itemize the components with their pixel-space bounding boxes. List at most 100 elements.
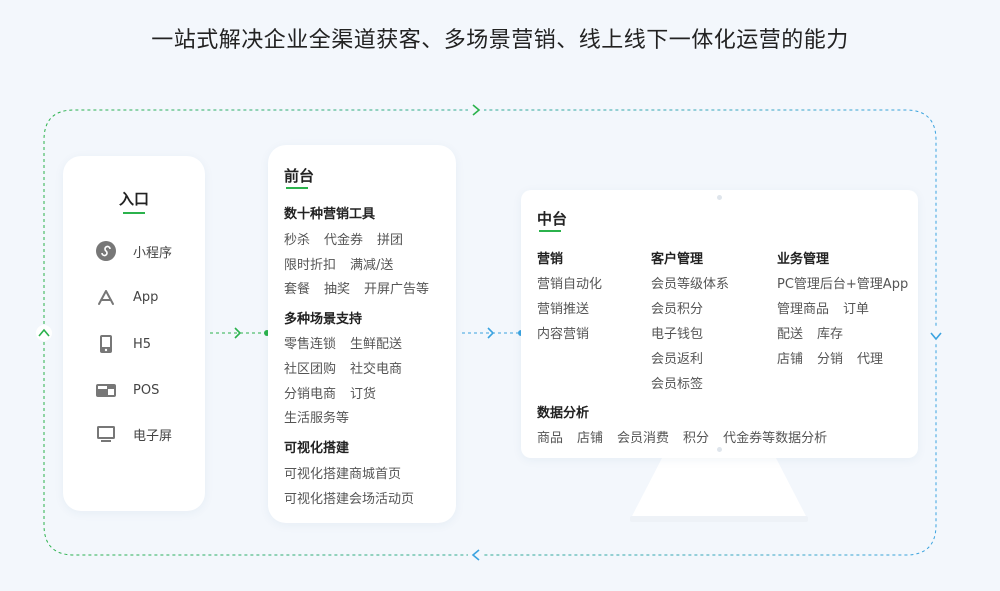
column-item: 营销推送 [537,302,590,317]
pos-terminal-icon [95,379,117,401]
column-item: 营销自动化 [537,277,603,292]
front-row: 可视化搭建商城首页 [284,463,401,482]
monitor-stand [630,458,808,520]
front-row: 秒杀代金券拼团 [284,229,403,248]
tag: 生鲜配送 [350,337,403,352]
tag: 拼团 [377,233,404,248]
column-item: 会员标签 [651,377,704,392]
loop-arrow-right [928,328,944,344]
entry-item-label: App [133,289,159,305]
tag: 套餐 [284,282,311,297]
entry-item-screen: 电子屏 [95,422,172,446]
column-title: 营销 [537,252,564,267]
entry-item-mini-program: 小程序 [95,239,172,263]
entry-item-label: H5 [133,336,152,352]
middle-title: 中台 [537,210,568,228]
tag: 代理 [857,352,884,367]
front-row: 分销电商订货 [284,383,376,402]
tag: 限时折扣 [284,258,337,273]
column-item: 内容营销 [537,327,590,342]
tag: 会员消费 [617,431,670,446]
tag: 分销电商 [284,387,337,402]
tag: 订单 [843,302,870,317]
front-title: 前台 [284,167,315,185]
tag: PC管理后台+管理App [777,277,909,292]
entry-item-pos: POS [95,378,159,402]
entry-card: 入口 小程序 App H5 POS 电子屏 [63,156,205,511]
tag: 社区团购 [284,362,337,377]
tag: 店铺 [777,352,804,367]
column-item: 配送库存 [777,323,908,348]
tag: 抽奖 [324,282,351,297]
loop-top-line [43,109,937,330]
tag: 商品 [537,431,564,446]
front-section-title: 数十种营销工具 [284,207,376,222]
entry-item-label: POS [133,382,160,398]
entry-item-label: 电子屏 [133,428,173,444]
entry-item-h5: H5 [95,332,151,356]
front-row: 生活服务等 [284,407,349,426]
page-headline: 一站式解决企业全渠道获客、多场景营销、线上线下一体化运营的能力 [151,28,849,53]
column-item: 管理商品订单 [777,298,908,323]
marketing-column: 营销 营销自动化 营销推送 内容营销 [537,248,602,348]
loop-arrow-left [36,325,52,341]
tag: 管理商品 [777,302,830,317]
tag: 订货 [350,387,377,402]
column-title: 数据分析 [537,406,590,421]
tag: 分销 [817,352,844,367]
column-item: 店铺分销代理 [777,348,908,373]
column-item: 电子钱包 [651,327,704,342]
connector-front-middle [462,327,524,339]
monitor-camera [717,195,722,200]
tag: 生活服务等 [284,411,350,426]
front-section-title: 多种场景支持 [284,312,363,327]
tag: 积分 [683,431,710,446]
tag: 店铺 [577,431,604,446]
connector-entry-front [210,327,270,339]
column-item: PC管理后台+管理App [777,273,908,298]
screen-monitor-icon [95,423,117,445]
front-row: 社区团购社交电商 [284,358,402,377]
front-row: 限时折扣满减/送 [284,254,393,273]
loop-bottom-line [43,330,937,556]
column-item: 会员返利 [651,352,704,367]
monitor-button [717,447,722,452]
tag: 满减/送 [350,258,394,273]
column-item: 商品店铺会员消费积分代金券等数据分析 [537,427,827,452]
column-title: 客户管理 [651,252,704,267]
loop-arrow-top [468,102,484,118]
customer-column: 客户管理 会员等级体系 会员积分 电子钱包 会员返利 会员标签 [651,248,729,398]
front-title-underline [286,187,308,189]
entry-title-underline [123,212,145,214]
entry-title: 入口 [118,190,149,208]
column-item: 会员等级体系 [651,277,730,292]
tag: 秒杀 [284,233,311,248]
app-store-icon [95,286,117,308]
tag: 库存 [817,327,844,342]
entry-item-label: 小程序 [133,245,173,261]
mobile-phone-icon [95,333,117,355]
tag: 配送 [777,327,804,342]
tag: 社交电商 [350,362,403,377]
column-title: 业务管理 [777,252,830,267]
front-card: 前台 数十种营销工具 秒杀代金券拼团 限时折扣满减/送 套餐抽奖开屏广告等 多种… [268,145,456,523]
tag: 开屏广告等 [364,282,430,297]
middle-title-underline [539,230,561,232]
tag: 代金券 [324,233,364,248]
tag: 可视化搭建会场活动页 [284,492,415,507]
business-column: 业务管理 PC管理后台+管理App 管理商品订单 配送库存 店铺分销代理 [777,248,908,373]
tag: 代金券等数据分析 [723,431,828,446]
front-row: 零售连锁生鲜配送 [284,333,402,352]
front-section-title: 可视化搭建 [284,441,350,456]
analytics-column: 数据分析 商品店铺会员消费积分代金券等数据分析 [537,402,827,452]
column-item: 会员积分 [651,302,704,317]
tag: 零售连锁 [284,337,337,352]
entry-item-app: App [95,285,158,309]
tag: 可视化搭建商城首页 [284,467,402,482]
front-row: 套餐抽奖开屏广告等 [284,278,429,297]
monitor-foot [630,516,808,522]
front-row: 可视化搭建会场活动页 [284,488,414,507]
middle-card: 中台 营销 营销自动化 营销推送 内容营销 客户管理 会员等级体系 会员积分 电… [521,190,918,458]
mini-program-icon [95,240,117,262]
